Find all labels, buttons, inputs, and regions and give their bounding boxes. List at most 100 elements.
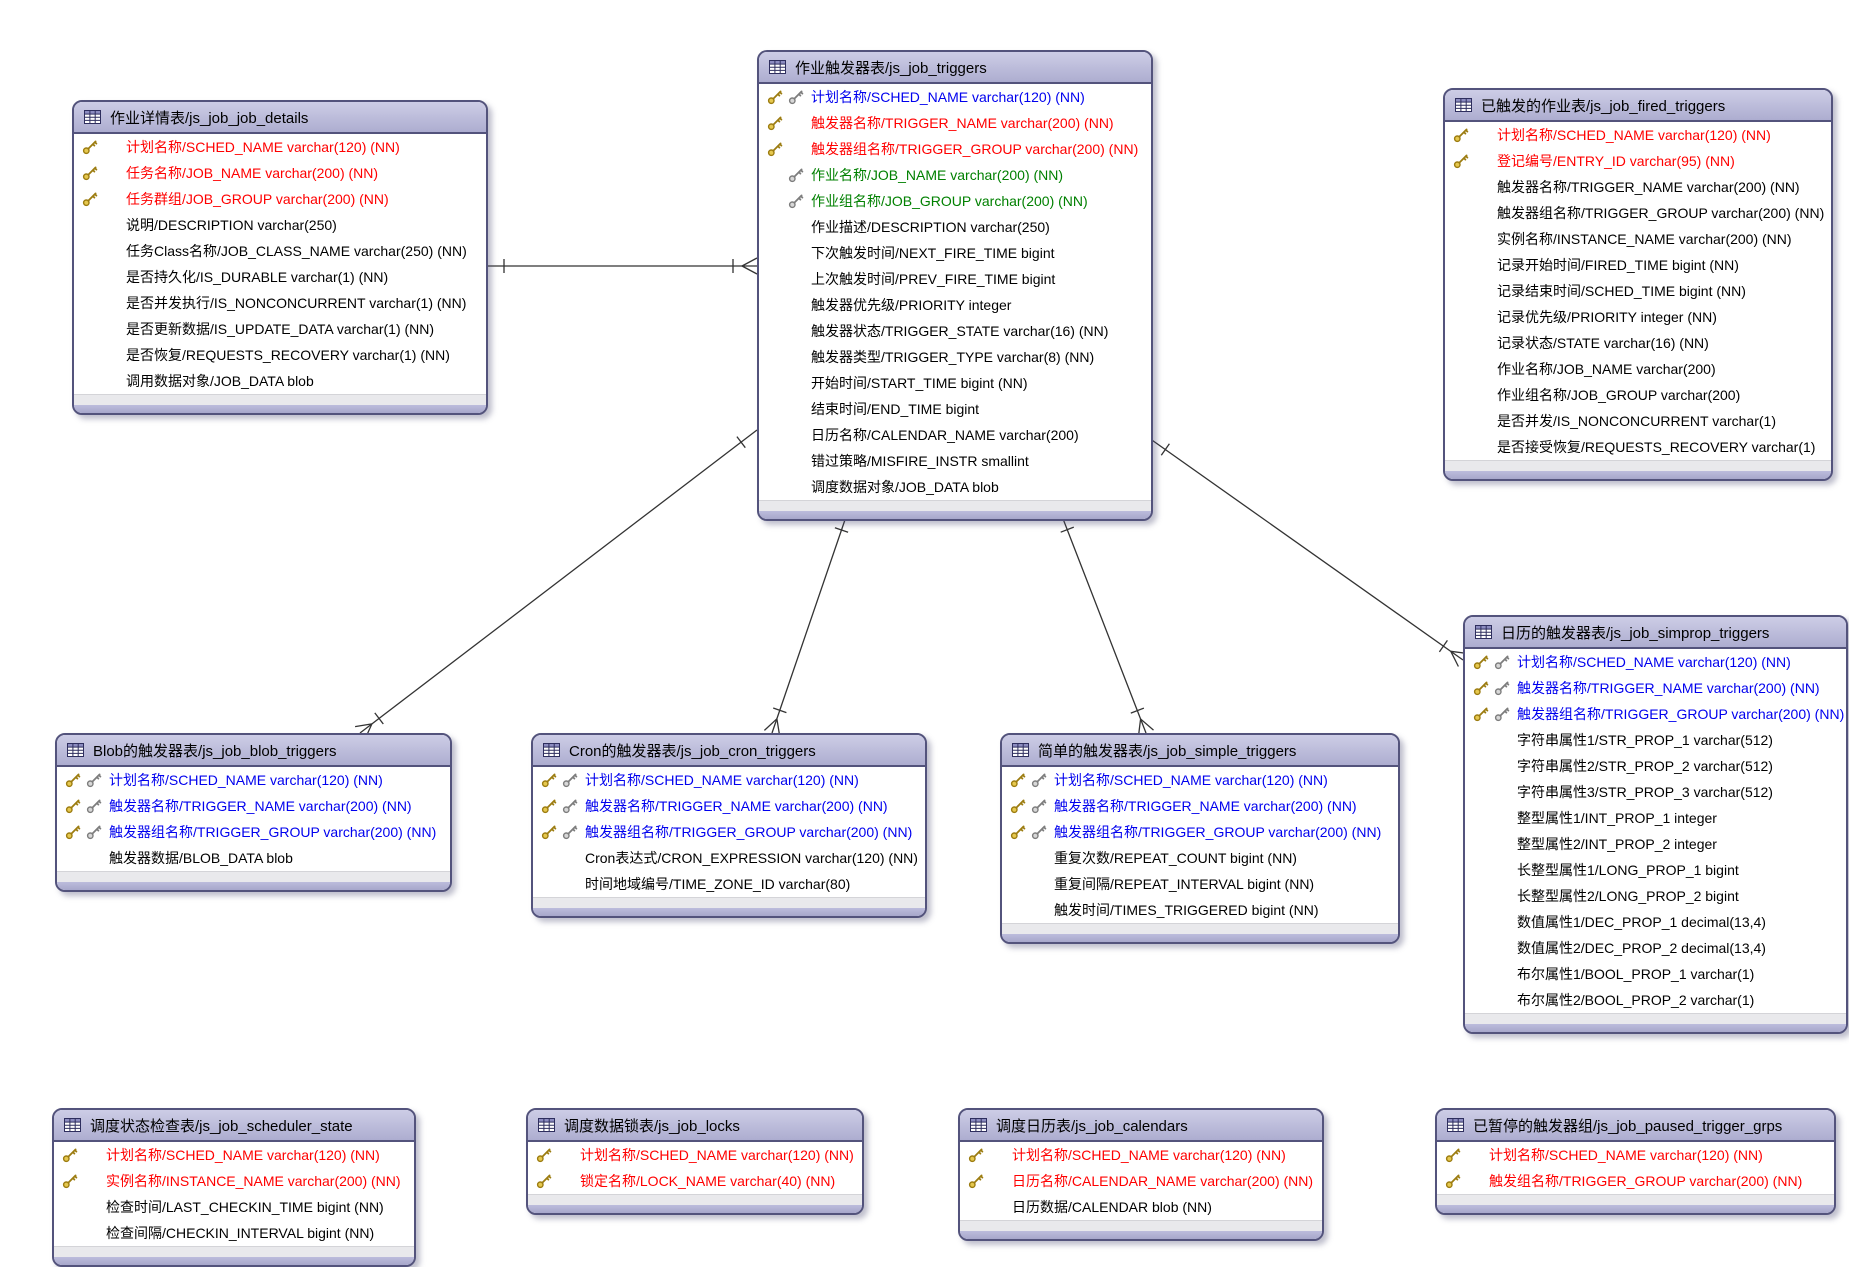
field-row[interactable]: 作业组名称/JOB_GROUP varchar(200) [1445,382,1831,408]
entity-header[interactable]: 已暂停的触发器组/js_job_paused_trigger_grps [1437,1110,1834,1142]
field-row[interactable]: 上次触发时间/PREV_FIRE_TIME bigint [759,266,1151,292]
field-row[interactable]: 记录结束时间/SCHED_TIME bigint (NN) [1445,278,1831,304]
field-row[interactable]: 重复次数/REPEAT_COUNT bigint (NN) [1002,845,1398,871]
field-row[interactable]: 触发器数据/BLOB_DATA blob [57,845,450,871]
field-row[interactable]: 触发器名称/TRIGGER_NAME varchar(200) (NN) [1445,174,1831,200]
field-row[interactable]: 触发时间/TIMES_TRIGGERED bigint (NN) [1002,897,1398,923]
field-row[interactable]: 触发器状态/TRIGGER_STATE varchar(16) (NN) [759,318,1151,344]
field-row[interactable]: 任务Class名称/JOB_CLASS_NAME varchar(250) (N… [74,238,486,264]
field-row[interactable]: 实例名称/INSTANCE_NAME varchar(200) (NN) [54,1168,414,1194]
field-row[interactable]: 是否恢复/REQUESTS_RECOVERY varchar(1) (NN) [74,342,486,368]
field-row[interactable]: 字符串属性2/STR_PROP_2 varchar(512) [1465,753,1846,779]
field-row[interactable]: 任务名称/JOB_NAME varchar(200) (NN) [74,160,486,186]
field-row[interactable]: 是否接受恢复/REQUESTS_RECOVERY varchar(1) [1445,434,1831,460]
field-row[interactable]: 锁定名称/LOCK_NAME varchar(40) (NN) [528,1168,862,1194]
field-row[interactable]: 长整型属性1/LONG_PROP_1 bigint [1465,857,1846,883]
field-row[interactable]: 作业组名称/JOB_GROUP varchar(200) (NN) [759,188,1151,214]
field-row[interactable]: 计划名称/SCHED_NAME varchar(120) (NN) [1002,767,1398,793]
field-row[interactable]: 触发器组名称/TRIGGER_GROUP varchar(200) (NN) [1465,701,1846,727]
entity-header[interactable]: 已触发的作业表/js_job_fired_triggers [1445,90,1831,122]
field-row[interactable]: 计划名称/SCHED_NAME varchar(120) (NN) [533,767,925,793]
entity-header[interactable]: 调度状态检查表/js_job_scheduler_state [54,1110,414,1142]
entity-header[interactable]: Cron的触发器表/js_job_cron_triggers [533,735,925,767]
field-row[interactable]: 计划名称/SCHED_NAME varchar(120) (NN) [528,1142,862,1168]
field-row[interactable]: 触发组名称/TRIGGER_GROUP varchar(200) (NN) [1437,1168,1834,1194]
field-row[interactable]: 触发器名称/TRIGGER_NAME varchar(200) (NN) [533,793,925,819]
field-row[interactable]: 是否并发执行/IS_NONCONCURRENT varchar(1) (NN) [74,290,486,316]
field-row[interactable]: 数值属性2/DEC_PROP_2 decimal(13,4) [1465,935,1846,961]
field-row[interactable]: 实例名称/INSTANCE_NAME varchar(200) (NN) [1445,226,1831,252]
entity-header[interactable]: 调度日历表/js_job_calendars [960,1110,1322,1142]
field-row[interactable]: 触发器组名称/TRIGGER_GROUP varchar(200) (NN) [1002,819,1398,845]
field-row[interactable]: 计划名称/SCHED_NAME varchar(120) (NN) [74,134,486,160]
entity-header[interactable]: 日历的触发器表/js_job_simprop_triggers [1465,617,1846,649]
field-row[interactable]: 整型属性2/INT_PROP_2 integer [1465,831,1846,857]
field-row[interactable]: 触发器组名称/TRIGGER_GROUP varchar(200) (NN) [1445,200,1831,226]
field-row[interactable]: 触发器优先级/PRIORITY integer [759,292,1151,318]
field-row[interactable]: 触发器名称/TRIGGER_NAME varchar(200) (NN) [1465,675,1846,701]
field-row[interactable]: 触发器组名称/TRIGGER_GROUP varchar(200) (NN) [759,136,1151,162]
entity-header[interactable]: Blob的触发器表/js_job_blob_triggers [57,735,450,767]
field-row[interactable]: 调度数据对象/JOB_DATA blob [759,474,1151,500]
field-row[interactable]: 计划名称/SCHED_NAME varchar(120) (NN) [57,767,450,793]
field-row[interactable]: 触发器类型/TRIGGER_TYPE varchar(8) (NN) [759,344,1151,370]
field-row[interactable]: 触发器组名称/TRIGGER_GROUP varchar(200) (NN) [533,819,925,845]
field-row[interactable]: 记录开始时间/FIRED_TIME bigint (NN) [1445,252,1831,278]
field-row[interactable]: 是否并发/IS_NONCONCURRENT varchar(1) [1445,408,1831,434]
field-row[interactable]: 调用数据对象/JOB_DATA blob [74,368,486,394]
field-row[interactable]: 长整型属性2/LONG_PROP_2 bigint [1465,883,1846,909]
field-row[interactable]: 错过策略/MISFIRE_INSTR smallint [759,448,1151,474]
field-row[interactable]: 布尔属性2/BOOL_PROP_2 varchar(1) [1465,987,1846,1013]
field-row[interactable]: 数值属性1/DEC_PROP_1 decimal(13,4) [1465,909,1846,935]
field-row[interactable]: 触发器名称/TRIGGER_NAME varchar(200) (NN) [759,110,1151,136]
field-row[interactable]: 计划名称/SCHED_NAME varchar(120) (NN) [1465,649,1846,675]
field-row[interactable]: Cron表达式/CRON_EXPRESSION varchar(120) (NN… [533,845,925,871]
field-row[interactable]: 整型属性1/INT_PROP_1 integer [1465,805,1846,831]
field-row[interactable]: 作业描述/DESCRIPTION varchar(250) [759,214,1151,240]
field-row[interactable]: 计划名称/SCHED_NAME varchar(120) (NN) [960,1142,1322,1168]
field-row[interactable]: 下次触发时间/NEXT_FIRE_TIME bigint [759,240,1151,266]
entity-header[interactable]: 调度数据锁表/js_job_locks [528,1110,862,1142]
field-row[interactable]: 记录状态/STATE varchar(16) (NN) [1445,330,1831,356]
entity-header[interactable]: 作业详情表/js_job_job_details [74,102,486,134]
field-row[interactable]: 检查间隔/CHECKIN_INTERVAL bigint (NN) [54,1220,414,1246]
field-row[interactable]: 计划名称/SCHED_NAME varchar(120) (NN) [759,84,1151,110]
field-row[interactable]: 字符串属性3/STR_PROP_3 varchar(512) [1465,779,1846,805]
field-row[interactable]: 作业名称/JOB_NAME varchar(200) (NN) [759,162,1151,188]
field-row[interactable]: 日历名称/CALENDAR_NAME varchar(200) (NN) [960,1168,1322,1194]
field-row[interactable]: 布尔属性1/BOOL_PROP_1 varchar(1) [1465,961,1846,987]
field-row[interactable]: 登记编号/ENTRY_ID varchar(95) (NN) [1445,148,1831,174]
field-row[interactable]: 日历名称/CALENDAR_NAME varchar(200) [759,422,1151,448]
field-row[interactable]: 字符串属性1/STR_PROP_1 varchar(512) [1465,727,1846,753]
field-row[interactable]: 作业名称/JOB_NAME varchar(200) [1445,356,1831,382]
field-row[interactable]: 计划名称/SCHED_NAME varchar(120) (NN) [1437,1142,1834,1168]
field-row[interactable]: 开始时间/START_TIME bigint (NN) [759,370,1151,396]
field-row[interactable]: 触发器名称/TRIGGER_NAME varchar(200) (NN) [1002,793,1398,819]
field-row[interactable]: 计划名称/SCHED_NAME varchar(120) (NN) [1445,122,1831,148]
field-row[interactable]: 重复间隔/REPEAT_INTERVAL bigint (NN) [1002,871,1398,897]
field-row[interactable]: 计划名称/SCHED_NAME varchar(120) (NN) [54,1142,414,1168]
field-row[interactable]: 日历数据/CALENDAR blob (NN) [960,1194,1322,1220]
field-row[interactable]: 是否持久化/IS_DURABLE varchar(1) (NN) [74,264,486,290]
field-row[interactable]: 说明/DESCRIPTION varchar(250) [74,212,486,238]
field-row[interactable]: 检查时间/LAST_CHECKIN_TIME bigint (NN) [54,1194,414,1220]
field-row[interactable]: 时间地域编号/TIME_ZONE_ID varchar(80) [533,871,925,897]
field-row[interactable]: 任务群组/JOB_GROUP varchar(200) (NN) [74,186,486,212]
field-row[interactable]: 结束时间/END_TIME bigint [759,396,1151,422]
entity-header[interactable]: 简单的触发器表/js_job_simple_triggers [1002,735,1398,767]
entity-header[interactable]: 作业触发器表/js_job_triggers [759,52,1151,84]
field-row[interactable]: 记录优先级/PRIORITY integer (NN) [1445,304,1831,330]
field-row[interactable]: 触发器名称/TRIGGER_NAME varchar(200) (NN) [57,793,450,819]
field-row[interactable]: 触发器组名称/TRIGGER_GROUP varchar(200) (NN) [57,819,450,845]
field-row[interactable]: 是否更新数据/IS_UPDATE_DATA varchar(1) (NN) [74,316,486,342]
